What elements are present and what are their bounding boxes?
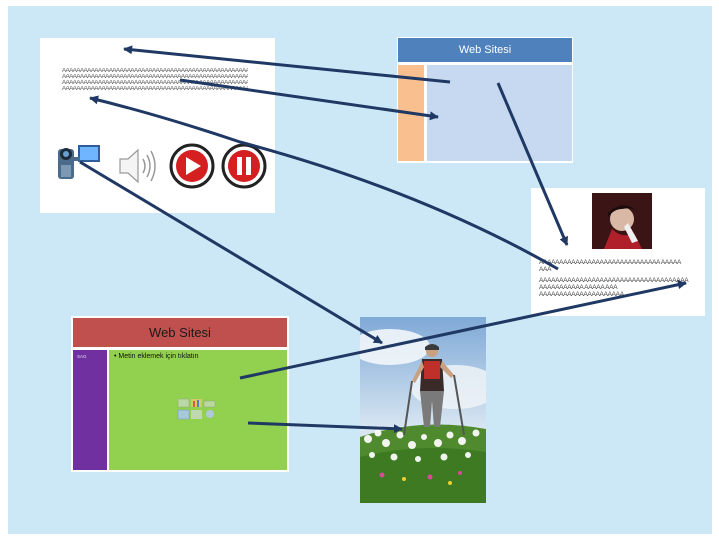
image-slide-text-line: AAAAAAAAAAAAAAAAAAAAA (539, 291, 624, 298)
blue-layout-body (427, 65, 572, 161)
bullet-label: Metin eklemek için tıklatın (118, 353, 199, 360)
portrait-image (592, 193, 652, 249)
content-placeholder-icon[interactable] (177, 398, 217, 424)
media-slide: AAAAAAAAAAAAAAAAAAAAAAAAAAAAAAAAAAAAAAAA… (40, 38, 275, 213)
red-layout-side-label: SAG (77, 354, 87, 359)
play-icon[interactable] (169, 143, 215, 189)
red-layout-header: Web Sitesi (73, 318, 287, 347)
red-layout-title: Web Sitesi (149, 325, 211, 340)
image-slide-text-line: AAAAAAAAAAAAAAAAAAAAAAAAAAAAAA AAAAA (539, 259, 682, 266)
image-slide-text-line: AAAAAAAAAAA AAAAA AAA (539, 284, 618, 291)
speaker-icon (119, 148, 156, 184)
bullet-dot: • (114, 353, 119, 360)
image-slide-text-line: AAAAAAAAAAAAAAAAAAAAAAAAAAAAAAAAAAAAA (539, 277, 689, 284)
pause-icon[interactable] (221, 143, 267, 189)
blue-layout-side-panel (398, 65, 424, 161)
media-text-line: AAAAAAAAAAAAAAAAAAAAAAAAAAAAAAAAAAAAAAAA… (62, 86, 248, 92)
red-layout-slide: Web Sitesi SAG • Metin eklemek için tıkl… (71, 316, 289, 472)
image-text-slide: AAAAAAAAAAAAAAAAAAAAAAAAAAAAAA AAAAA AAA… (531, 188, 705, 316)
camcorder-icon (58, 145, 100, 179)
blue-layout-slide: Web Sitesi (397, 37, 573, 163)
blue-layout-header: Web Sitesi (398, 38, 572, 62)
red-layout-side-panel: SAG (73, 350, 107, 470)
red-layout-body: • Metin eklemek için tıklatın (109, 350, 287, 470)
bullet-text: • Metin eklemek için tıklatın (114, 353, 199, 360)
hiker-photo (360, 317, 486, 503)
image-slide-text-line: AAA (539, 266, 552, 273)
blue-layout-title: Web Sitesi (458, 44, 512, 56)
